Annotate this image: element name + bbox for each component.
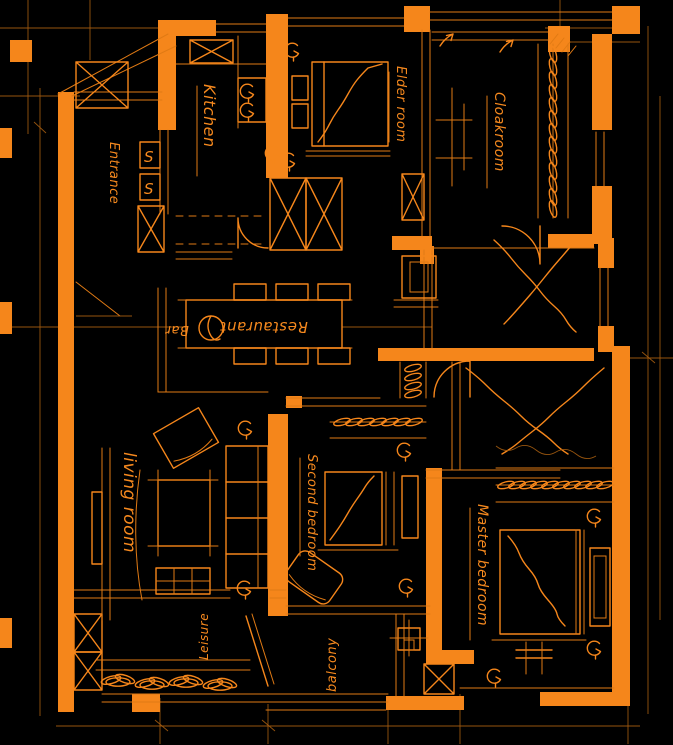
cabinet-xbox-icon — [138, 206, 164, 252]
lamp-icon — [239, 83, 255, 103]
shower-cross — [465, 367, 569, 455]
shaft-xbox-icon — [402, 174, 424, 220]
second-bedroom-label: Second bedroom — [304, 454, 319, 571]
lamp-icon — [486, 668, 502, 688]
room-master-bedroom: Master bedroom — [469, 445, 615, 688]
chair — [317, 347, 351, 365]
bed — [291, 61, 391, 157]
bathroom-lower — [399, 360, 605, 455]
chair — [275, 347, 309, 365]
lamp-icon — [396, 442, 412, 462]
room-second-bedroom: Second bedroom — [285, 405, 427, 605]
leisure-label: Leisure — [197, 613, 211, 660]
chair — [317, 283, 351, 301]
bed — [317, 471, 419, 551]
chair — [233, 347, 267, 365]
shower-cross — [501, 367, 605, 455]
lamp-icon — [398, 578, 414, 598]
water-heater-coil — [399, 361, 427, 400]
tv — [91, 491, 103, 565]
room-entrance: S S Entrance — [75, 141, 161, 317]
wardrobe-hanger-rail — [537, 43, 569, 219]
curtain-scribble — [495, 445, 597, 459]
cabinet-letter: S — [144, 180, 154, 198]
plants — [99, 671, 239, 691]
shaft-xbox-icon — [306, 178, 342, 250]
bar-label: Bar — [164, 322, 189, 337]
pendant-lamp-icon — [198, 315, 224, 341]
balcony-label: balcony — [325, 638, 340, 692]
living-room-label: living room — [119, 452, 139, 553]
bathroom-upper — [393, 225, 577, 333]
lamp-icon — [236, 580, 252, 600]
lamp-icon — [586, 508, 602, 528]
bed — [491, 529, 611, 641]
wardrobe-hanger-rail — [495, 467, 615, 503]
chair — [285, 550, 344, 605]
toilet — [393, 255, 439, 308]
shower-cross — [503, 239, 577, 325]
sofa — [225, 445, 269, 589]
wardrobe-hanger-rail — [329, 405, 427, 439]
floor-drain — [389, 619, 429, 657]
windows-and-partitions — [57, 11, 615, 711]
restaurant-label: Restaurant — [219, 318, 307, 336]
shaft-xbox-icon — [270, 178, 306, 250]
armchair — [152, 406, 220, 470]
elder-room-label: Elder room — [393, 66, 408, 142]
bar-counter — [157, 287, 269, 393]
door-leaf — [245, 613, 275, 687]
room-restaurant: Restaurant Bar — [157, 283, 353, 393]
window-xbox-icon — [190, 40, 233, 63]
shaft-xbox-icon — [424, 664, 454, 694]
tv-console — [91, 447, 111, 621]
kitchen-label: Kitchen — [200, 84, 219, 148]
bench — [515, 641, 553, 675]
chair — [275, 283, 309, 301]
nightstand — [291, 75, 309, 101]
door-arc — [237, 217, 269, 249]
shower-cross — [493, 239, 577, 333]
room-elder: Elder room — [280, 42, 408, 172]
nightstand — [401, 475, 419, 539]
lamp-icon — [586, 640, 602, 660]
nightstand — [589, 547, 611, 627]
door-arc — [433, 360, 471, 398]
room-balcony: balcony — [325, 619, 429, 692]
cabinet-letter: S — [144, 148, 154, 166]
room-living: living room — [91, 406, 269, 621]
dining-table — [177, 283, 353, 365]
nightstand — [291, 103, 309, 129]
shelves — [435, 87, 473, 187]
window-xbox-icon — [74, 614, 102, 652]
lamp-icon — [239, 102, 255, 122]
lamp-icon — [237, 420, 253, 440]
chair — [233, 283, 267, 301]
arrow-icon — [499, 39, 514, 53]
room-leisure: Leisure — [95, 613, 275, 691]
room-kitchen: Kitchen — [175, 35, 280, 249]
master-bedroom-label: Master bedroom — [474, 504, 490, 626]
door-arc — [501, 225, 541, 265]
entrance-label: Entrance — [106, 142, 121, 204]
side-table — [155, 567, 211, 595]
walls — [0, 6, 640, 712]
window-xbox-icon — [76, 62, 128, 108]
cloakroom-label: Cloakroom — [491, 92, 507, 172]
room-cloakroom: Cloakroom — [435, 33, 569, 219]
coffee-table — [147, 469, 219, 557]
window-xbox-icon — [74, 652, 102, 690]
